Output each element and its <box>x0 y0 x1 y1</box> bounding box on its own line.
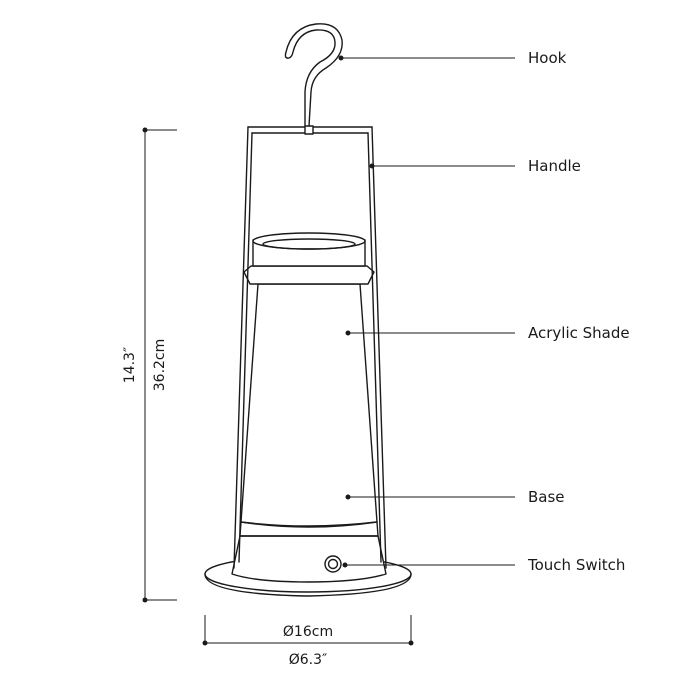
callout-hook: Hook <box>528 49 567 67</box>
callout-base: Base <box>528 488 565 506</box>
top-collar <box>243 232 375 285</box>
callout-leaders <box>338 55 515 568</box>
callout-acrylic-shade: Acrylic Shade <box>528 324 630 342</box>
callout-touch-switch: Touch Switch <box>527 556 625 574</box>
callout-handle: Handle <box>528 157 581 175</box>
diameter-cm-label: Ø16cm <box>283 624 333 640</box>
acrylic-shade <box>239 283 379 537</box>
diameter-inches-label: Ø6.3″ <box>289 652 328 668</box>
hook <box>284 23 343 127</box>
diameter-dimension: Ø16cm Ø6.3″ <box>202 615 414 668</box>
callout-labels: Hook Handle Acrylic Shade Base Touch Swi… <box>527 49 630 574</box>
height-dimension: 14.3″ 36.2cm <box>122 127 177 603</box>
height-cm-label: 36.2cm <box>152 339 168 392</box>
height-inches-label: 14.3″ <box>122 347 138 383</box>
touch-switch[interactable] <box>324 555 342 573</box>
handle-frame <box>233 125 387 569</box>
lantern-drawing <box>204 23 412 597</box>
base-housing <box>231 535 387 583</box>
